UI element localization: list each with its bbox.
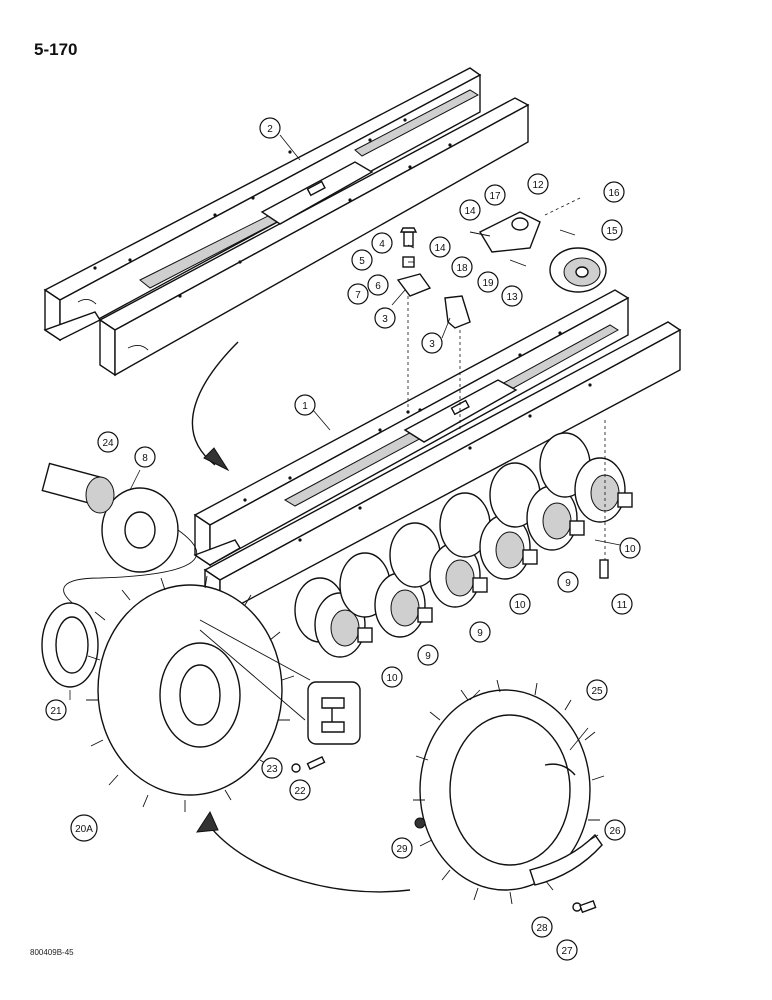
sprocket-segment-ring	[413, 679, 605, 905]
roller-5	[489, 462, 585, 551]
callout-19: 19	[477, 271, 499, 293]
callout-24: 24	[97, 431, 119, 453]
callout-2: 2	[259, 117, 281, 139]
callout-6: 6	[367, 274, 389, 296]
svg-text:4: 4	[379, 239, 385, 250]
lower-track-frame	[193, 289, 682, 617]
svg-text:15: 15	[606, 226, 618, 237]
callout-10-middle: 10	[509, 593, 531, 615]
callout-22: 22	[289, 779, 311, 801]
callout-20a: 20A	[70, 814, 98, 842]
svg-text:10: 10	[624, 544, 636, 555]
svg-text:21: 21	[50, 706, 62, 717]
svg-text:3: 3	[429, 339, 435, 350]
svg-text:26: 26	[609, 826, 621, 837]
svg-text:9: 9	[565, 578, 571, 589]
svg-text:9: 9	[477, 628, 483, 639]
callout-4: 4	[371, 232, 393, 254]
svg-text:18: 18	[456, 263, 468, 274]
svg-text:28: 28	[536, 923, 548, 934]
svg-text:23: 23	[266, 764, 278, 775]
roller-4	[439, 492, 538, 580]
svg-text:2: 2	[267, 124, 273, 135]
callout-14-upper: 14	[459, 199, 481, 221]
track-rollers	[294, 432, 633, 658]
svg-text:5: 5	[359, 256, 365, 267]
svg-text:14: 14	[434, 243, 446, 254]
svg-text:20A: 20A	[75, 824, 93, 835]
callout-5: 5	[351, 249, 373, 271]
callout-23: 23	[261, 757, 283, 779]
idler-wheel	[549, 247, 607, 293]
svg-text:14: 14	[464, 206, 476, 217]
callout-3-right: 3	[421, 332, 443, 354]
svg-text:10: 10	[386, 673, 398, 684]
svg-text:1: 1	[302, 401, 308, 412]
drive-hub	[41, 462, 198, 606]
callout-14-lower: 14	[429, 236, 451, 258]
page-number: 5-170	[34, 40, 78, 59]
svg-text:16: 16	[608, 188, 620, 199]
callout-18: 18	[451, 256, 473, 278]
svg-text:7: 7	[355, 290, 361, 301]
callout-17: 17	[484, 184, 506, 206]
roller-3	[389, 522, 488, 608]
callout-11: 11	[611, 593, 633, 615]
callout-10-left: 10	[381, 666, 403, 688]
leader-lines	[69, 134, 621, 841]
svg-text:25: 25	[591, 686, 603, 697]
callout-3-left: 3	[374, 307, 396, 329]
roller-1	[294, 577, 373, 658]
svg-text:12: 12	[532, 180, 544, 191]
callout-10-right: 10	[619, 537, 641, 559]
callout-26: 26	[604, 819, 626, 841]
svg-text:10: 10	[514, 600, 526, 611]
callout-25: 25	[586, 679, 608, 701]
assembly-arrow-upper	[191, 341, 239, 472]
callout-12: 12	[527, 173, 549, 195]
svg-text:9: 9	[425, 651, 431, 662]
callout-8: 8	[134, 446, 156, 468]
callout-labels: 2 12 16 17 14 14 15 4 5 6 7 18 19 13 3 3…	[45, 117, 641, 961]
sprocket-segment-part	[291, 755, 603, 914]
svg-text:22: 22	[294, 786, 306, 797]
callout-9-right: 9	[557, 571, 579, 593]
assembly-arrow-lower	[196, 810, 411, 893]
svg-text:29: 29	[396, 844, 408, 855]
callout-13: 13	[501, 285, 523, 307]
callout-27: 27	[556, 939, 578, 961]
callout-16: 16	[603, 181, 625, 203]
svg-text:3: 3	[382, 314, 388, 325]
svg-text:17: 17	[489, 191, 501, 202]
svg-text:6: 6	[375, 281, 381, 292]
svg-text:19: 19	[482, 278, 494, 289]
svg-text:11: 11	[617, 600, 628, 611]
svg-text:27: 27	[561, 946, 573, 957]
callout-7: 7	[347, 283, 369, 305]
svg-text:13: 13	[506, 292, 518, 303]
segment-detail-inset	[199, 619, 361, 745]
shim-ring	[41, 602, 99, 688]
callout-21: 21	[45, 699, 67, 721]
svg-text:8: 8	[142, 453, 148, 464]
svg-text:24: 24	[102, 438, 114, 449]
callout-28: 28	[531, 916, 553, 938]
callout-1: 1	[294, 394, 316, 416]
document-code: 800409B-45	[30, 948, 74, 957]
roller-6	[539, 432, 633, 523]
callout-15: 15	[601, 219, 623, 241]
upper-track-frame	[43, 67, 530, 377]
callout-9-left: 9	[417, 644, 439, 666]
drive-sprocket	[86, 575, 295, 812]
callout-29: 29	[391, 837, 413, 859]
callout-9-middle: 9	[469, 621, 491, 643]
adjuster-assembly	[469, 197, 581, 267]
